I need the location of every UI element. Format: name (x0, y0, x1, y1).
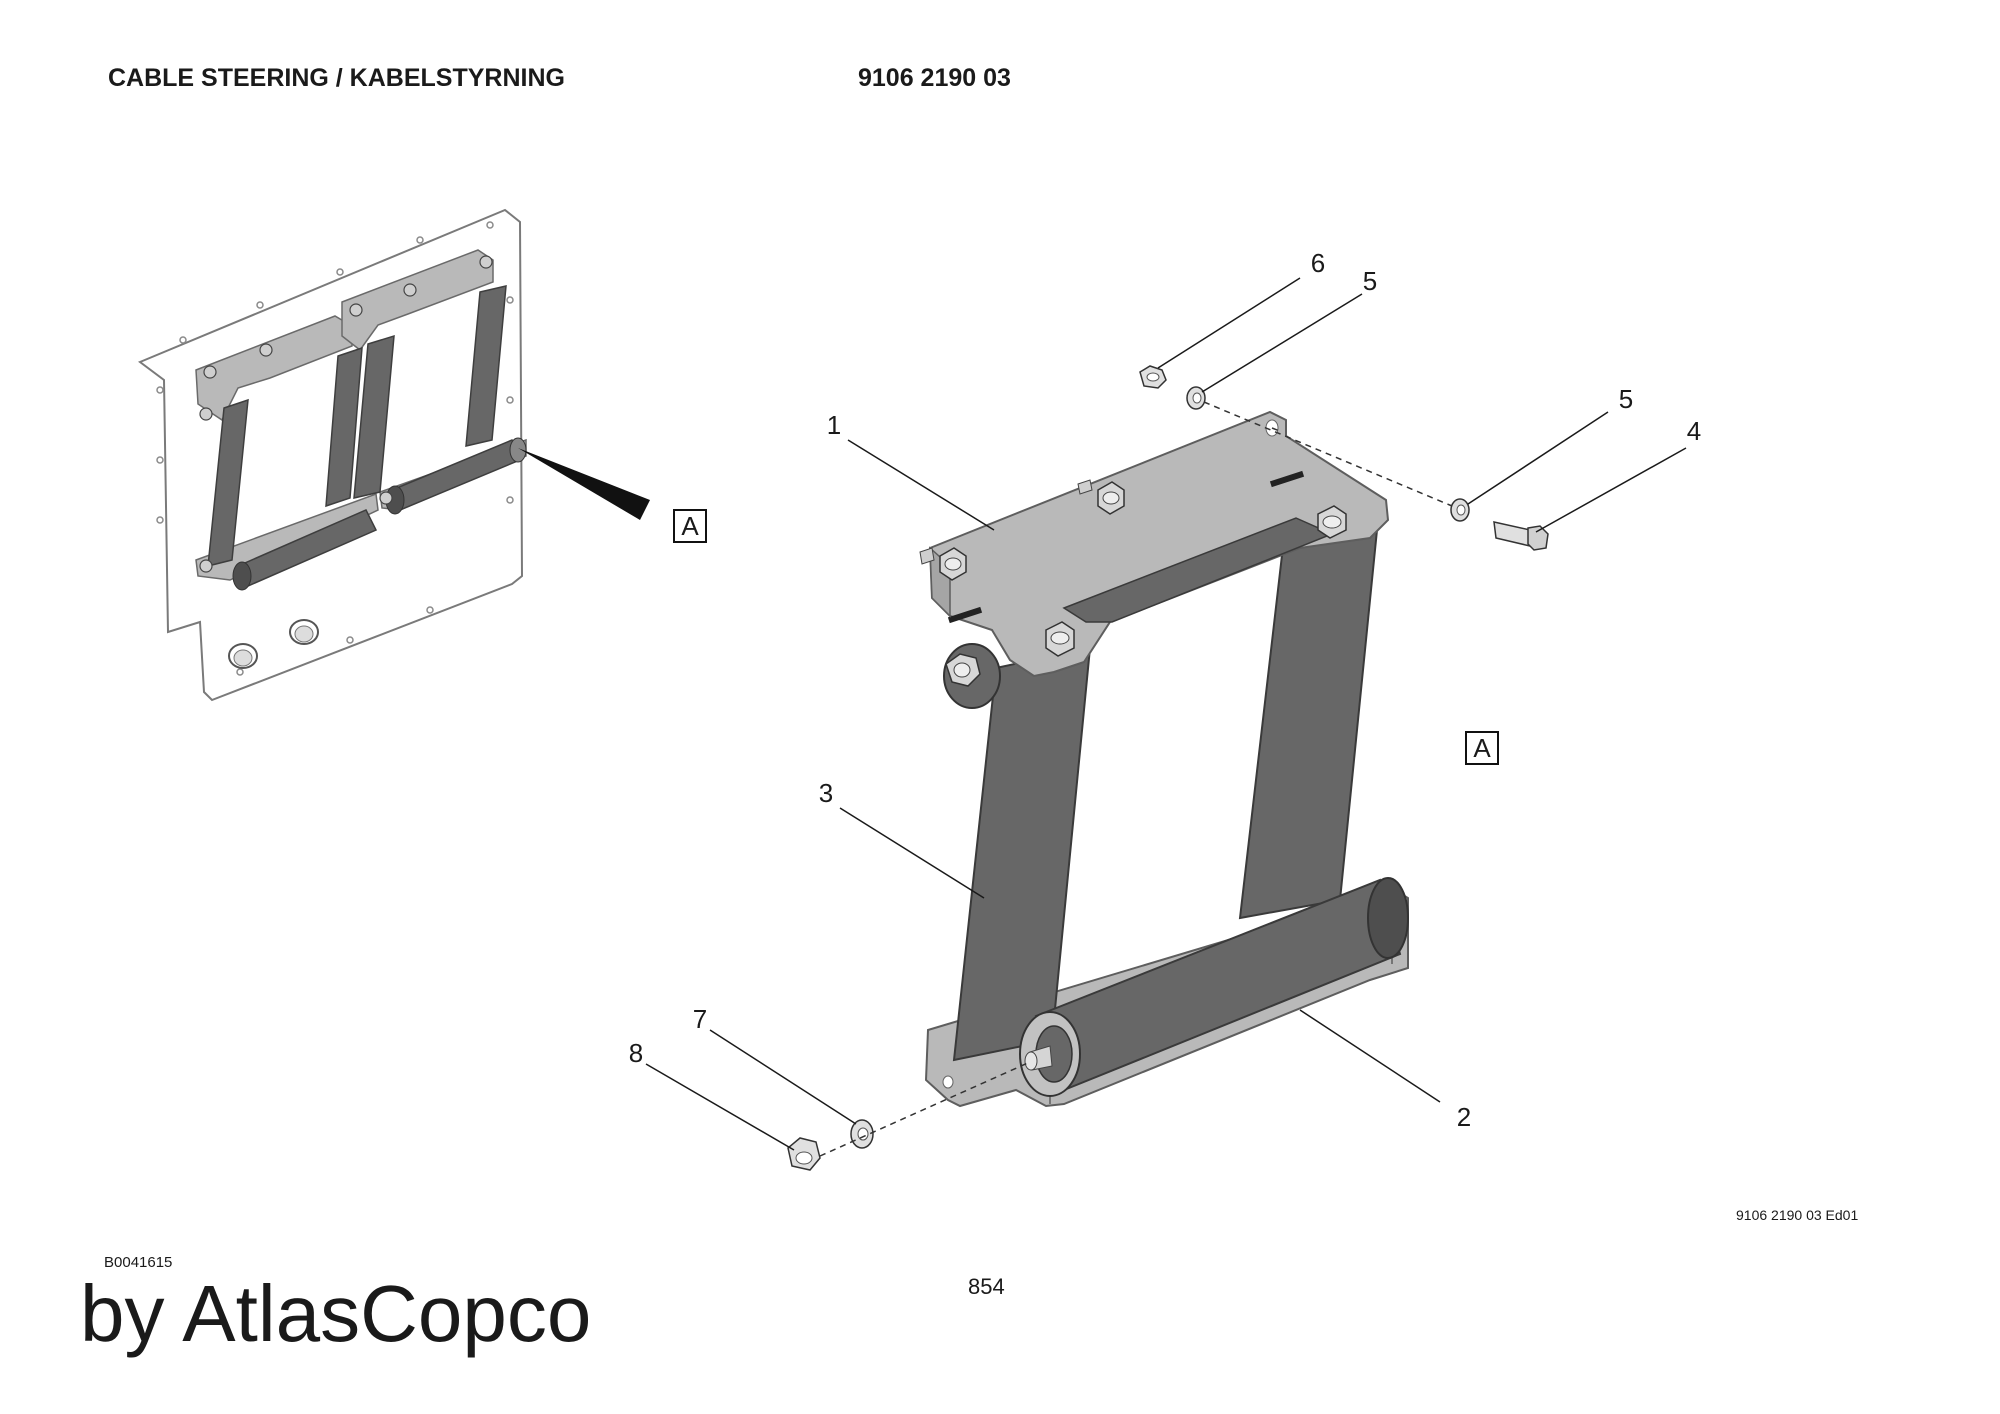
leader-lines (645, 277, 1687, 1151)
main-assembly: 1 2 3 4 5 5 6 7 8 A (629, 248, 1701, 1171)
overview-assembly: A (137, 208, 707, 702)
callout-6: 6 (1311, 248, 1325, 278)
callout-5-upper: 5 (1363, 266, 1377, 296)
view-pointer (518, 448, 650, 520)
vertical-roller-right (1238, 518, 1380, 920)
view-a-label: A (1473, 733, 1491, 763)
nut-item-6 (1139, 365, 1167, 389)
bracket-nut (919, 479, 1347, 657)
callout-1: 1 (827, 410, 841, 440)
side-nut (943, 643, 1001, 709)
bolt-item-4 (1493, 521, 1549, 551)
part-number: 9106 2190 03 (858, 64, 1011, 92)
panel-boss (228, 619, 319, 669)
callout-8: 8 (629, 1038, 643, 1068)
view-a-box-small (673, 509, 707, 543)
view-a-label-small: A (681, 511, 699, 541)
edition-label: 9106 2190 03 Ed01 (1736, 1207, 1859, 1223)
washer-item-5-right (1450, 498, 1470, 522)
callout-2: 2 (1457, 1102, 1471, 1132)
callout-5-right: 5 (1619, 384, 1633, 414)
brand-watermark: by AtlasCopco (80, 1269, 592, 1358)
view-a-box (1465, 731, 1499, 765)
washer-item-7 (850, 1119, 874, 1149)
page-number: 854 (968, 1274, 1005, 1299)
page-title: CABLE STEERING / KABELSTYRNING (108, 64, 565, 92)
washer-item-5-upper (1186, 386, 1206, 410)
nut-item-8 (787, 1137, 821, 1171)
callout-7: 7 (693, 1004, 707, 1034)
callout-4: 4 (1687, 416, 1701, 446)
callout-3: 3 (819, 778, 833, 808)
drawing-code: B0041615 (104, 1254, 173, 1271)
assembly-axis-lines (819, 401, 1453, 1157)
